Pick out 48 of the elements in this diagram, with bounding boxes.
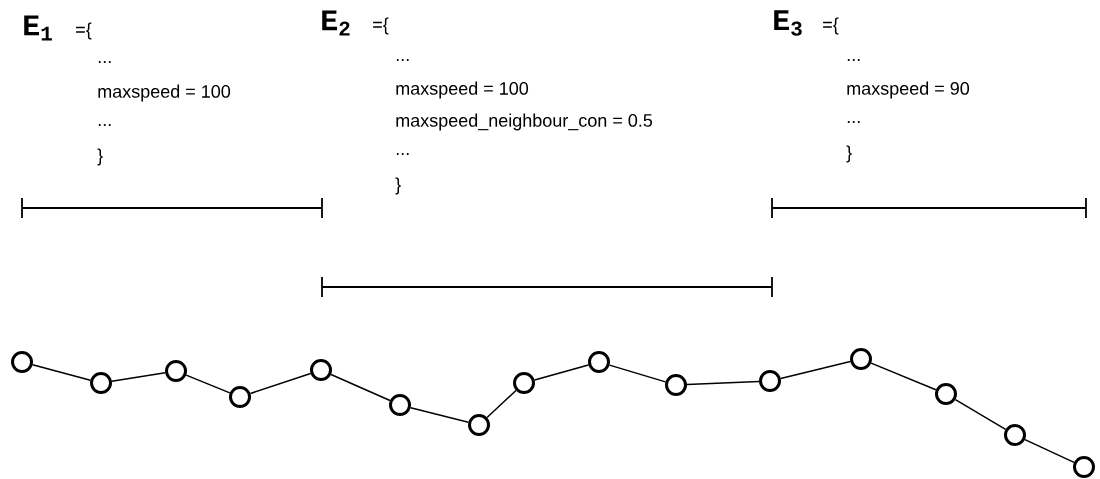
code-line: ...	[847, 121, 860, 123]
code-line: }	[395, 177, 401, 195]
code-line: }	[97, 148, 103, 166]
code-line: ...	[98, 124, 111, 126]
point-circle	[468, 414, 490, 436]
point-circle	[513, 372, 535, 394]
set-brace: ={	[76, 22, 92, 40]
point-circle	[665, 374, 687, 396]
code-line: ...	[396, 59, 409, 61]
connector-line	[249, 372, 312, 395]
point-circle	[1004, 424, 1026, 446]
connector-line	[185, 374, 231, 394]
set-symbol: E$_{1}$	[24, 15, 52, 41]
connector-line	[533, 364, 590, 381]
point-circle	[850, 348, 872, 370]
code-line: maxspeed = 100	[98, 84, 231, 102]
point-circle	[90, 372, 112, 394]
code-line: maxspeed_neighbour_con = 0.5	[396, 113, 653, 131]
connector-line	[779, 360, 852, 380]
point-circle	[165, 360, 187, 382]
connector-line	[608, 364, 667, 383]
connector-line	[954, 398, 1007, 431]
connector-line	[486, 389, 517, 419]
connector-line	[686, 380, 760, 386]
point-circle	[229, 386, 251, 408]
code-line: ...	[98, 61, 111, 63]
code-line: maxspeed = 100	[396, 81, 529, 99]
connector-line	[111, 372, 166, 382]
code-line: ...	[847, 59, 860, 61]
point-circle	[935, 383, 957, 405]
connector-line	[1024, 438, 1075, 464]
point-circle	[389, 394, 411, 416]
connector-line	[870, 362, 937, 391]
connector-line	[31, 364, 92, 381]
connector-line	[330, 373, 391, 402]
set-symbol: E$_{2}$	[322, 10, 350, 36]
set-brace: ={	[823, 17, 839, 35]
point-circle	[1073, 456, 1095, 478]
point-circle	[759, 370, 781, 392]
connector-line	[409, 406, 470, 424]
code-line: }	[846, 145, 852, 163]
point-circle	[588, 351, 610, 373]
point-circle	[310, 359, 332, 381]
code-line: ...	[396, 153, 409, 155]
point-circle	[11, 351, 33, 373]
set-brace: ={	[373, 17, 389, 35]
set-symbol: E$_{3}$	[774, 10, 802, 36]
code-line: maxspeed = 90	[847, 81, 970, 99]
